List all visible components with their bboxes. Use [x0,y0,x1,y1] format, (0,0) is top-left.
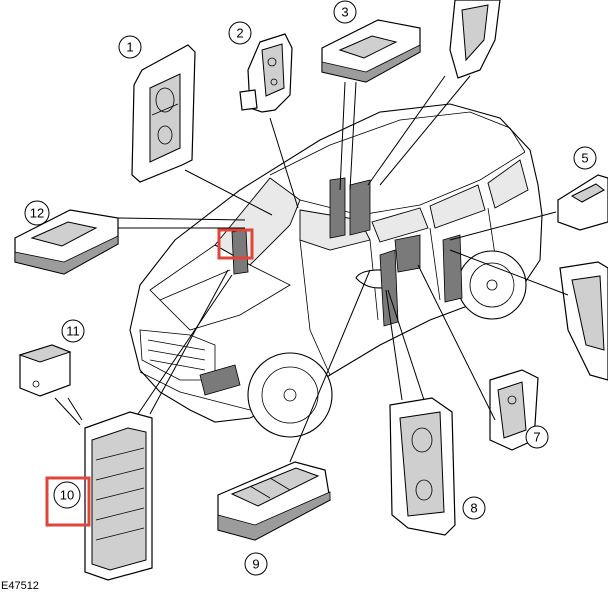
svg-text:12: 12 [30,206,44,221]
svg-text:11: 11 [66,324,80,339]
callout-10: 10 [53,481,81,509]
component-7-latch-actuator [489,369,539,451]
component-12-window-switch [14,209,119,275]
svg-text:3: 3 [341,5,348,20]
callout-3: 3 [333,0,357,24]
callout-2: 2 [228,21,252,45]
leader-lines [54,75,569,463]
svg-text:10: 10 [60,488,74,503]
component-5-window-switch [557,174,608,231]
component-9-window-switch-pack [217,461,331,541]
callout-11: 11 [61,319,85,343]
component-2-latch-actuator [239,33,293,113]
highlight-box-vehicle [217,228,254,260]
svg-text:2: 2 [236,26,243,41]
component-door-panel-top-right [449,0,501,79]
callout-5: 5 [573,146,597,170]
component-8-door-module [389,397,456,536]
component-3-window-switch [321,19,421,83]
component-11-relay [18,344,72,397]
figure-code: E47512 [1,580,39,592]
svg-text:7: 7 [533,430,540,445]
callout-12: 12 [24,200,50,226]
svg-text:8: 8 [470,501,477,516]
svg-text:9: 9 [252,557,259,572]
component-1-door-module [131,44,196,183]
component-10-fuse-box [84,411,153,581]
callout-1: 1 [118,35,142,59]
svg-text:5: 5 [581,151,588,166]
svg-text:1: 1 [126,40,133,55]
callout-7: 7 [525,425,549,449]
callout-8: 8 [462,496,486,520]
vehicle-illustration [129,103,543,438]
callout-9: 9 [244,552,268,576]
component-door-module-right [559,261,608,381]
highlight-box-callout-10 [45,476,91,527]
